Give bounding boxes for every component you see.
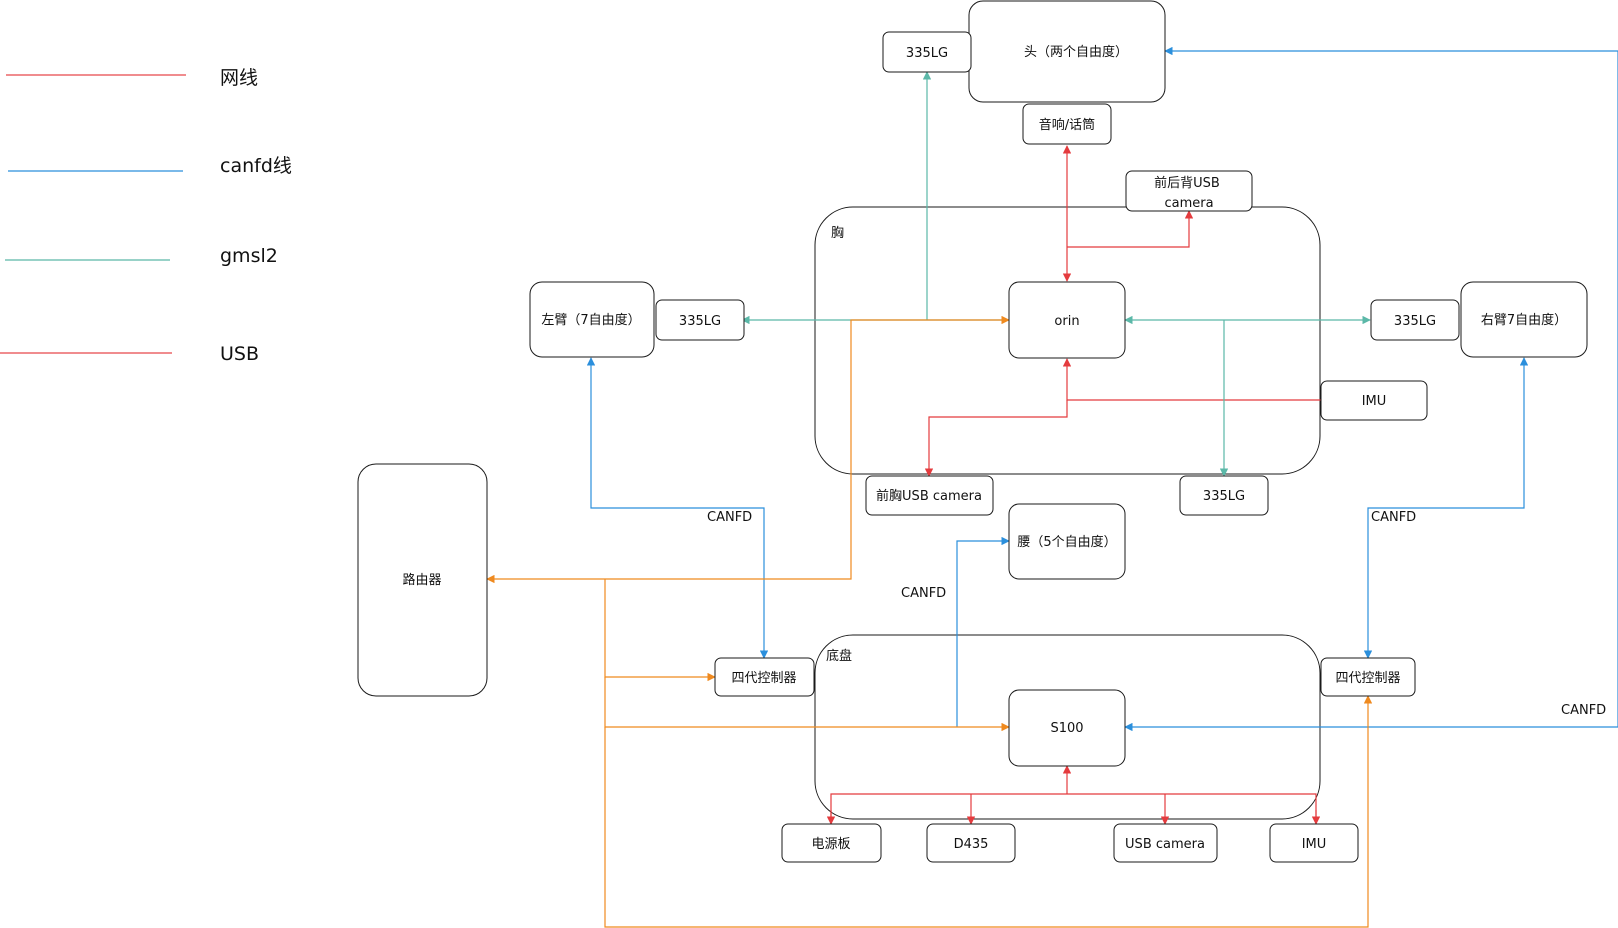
svg-text:四代控制器: 四代控制器 xyxy=(1335,671,1400,686)
svg-text:腰（5个自由度）: 腰（5个自由度） xyxy=(1017,534,1116,550)
canfd-link-right-arm xyxy=(1363,357,1529,659)
left-arm-canfd-label: CANFD xyxy=(707,510,752,525)
chest-335lg-camera-node: 335LG xyxy=(1179,475,1269,516)
usb-bus-chassis xyxy=(830,793,1317,824)
nodes: 头（两个自由度） 335LG 音响/话筒 前后背USB camera 左臂（7自… xyxy=(357,0,1588,863)
chassis-imu-node: IMU xyxy=(1269,823,1359,863)
eth-link-router-controller-left xyxy=(604,579,716,682)
canfd-link-left-arm xyxy=(586,357,769,659)
svg-text:前后背USB camera: 前后背USB camera xyxy=(1154,175,1224,211)
svg-text:335LG: 335LG xyxy=(1203,489,1245,504)
chassis-zone-label: 底盘 xyxy=(826,648,852,664)
front-chest-usb-camera-node: 前胸USB camera xyxy=(865,475,994,516)
svg-text:左臂（7自由度）: 左臂（7自由度） xyxy=(541,312,640,328)
svg-text:头（两个自由度）: 头（两个自由度） xyxy=(1024,44,1128,60)
legend: 网线 canfd线 gmsl2 USB xyxy=(0,67,292,365)
eth-link-router-orin xyxy=(486,315,1010,584)
orin-node: orin xyxy=(1008,281,1126,359)
speaker-mic-node: 音响/话筒 xyxy=(1022,103,1112,145)
link-labels: CANFD CANFD CANFD CANFD xyxy=(707,510,1606,718)
front-back-usb-camera-node: 前后背USB camera xyxy=(1125,170,1253,212)
right-arm-node: 右臂7自由度） xyxy=(1460,281,1588,358)
head-335lg-camera-node: 335LG xyxy=(882,31,972,73)
usb-camera-node: USB camera xyxy=(1113,823,1218,863)
waist-canfd-label: CANFD xyxy=(901,586,946,601)
svg-text:音响/话筒: 音响/话筒 xyxy=(1039,117,1095,133)
usb-link-imu-orin xyxy=(1062,358,1321,401)
svg-text:D435: D435 xyxy=(954,837,989,852)
svg-text:右臂7自由度）: 右臂7自由度） xyxy=(1481,312,1567,328)
svg-text:IMU: IMU xyxy=(1302,837,1327,852)
svg-text:前胸USB camera: 前胸USB camera xyxy=(876,488,982,504)
svg-text:S100: S100 xyxy=(1050,721,1083,736)
front-back-usb-camera-line2: camera xyxy=(1164,196,1213,211)
left-335lg-camera-node: 335LG xyxy=(655,299,745,341)
svg-text:orin: orin xyxy=(1054,314,1079,329)
left-controller-node: 四代控制器 xyxy=(714,657,815,697)
d435-node: D435 xyxy=(926,823,1016,863)
svg-text:335LG: 335LG xyxy=(906,46,948,61)
head-node: 头（两个自由度） xyxy=(968,0,1166,103)
canfd-link-head xyxy=(1124,46,1618,732)
chest-imu-node: IMU xyxy=(1320,380,1428,421)
power-board-node: 电源板 xyxy=(781,823,882,863)
right-335lg-camera-node: 335LG xyxy=(1370,299,1460,341)
wires xyxy=(486,46,1618,928)
head-canfd-label: CANFD xyxy=(1561,703,1606,718)
svg-text:IMU: IMU xyxy=(1362,394,1387,409)
legend-canfd-label: canfd线 xyxy=(220,155,292,177)
svg-text:335LG: 335LG xyxy=(679,314,721,329)
svg-text:335LG: 335LG xyxy=(1394,314,1436,329)
svg-text:路由器: 路由器 xyxy=(402,572,441,588)
router-node: 路由器 xyxy=(357,463,488,697)
canfd-link-waist xyxy=(956,536,1010,727)
front-back-usb-camera-line1: 前后背USB xyxy=(1154,175,1220,191)
legend-gmsl2-label: gmsl2 xyxy=(220,245,278,267)
right-arm-canfd-label: CANFD xyxy=(1371,510,1416,525)
usb-link-orin-backcam xyxy=(1067,210,1194,248)
right-controller-node: 四代控制器 xyxy=(1320,657,1416,697)
usb-link-orin-frontcam xyxy=(924,400,1068,477)
waist-node: 腰（5个自由度） xyxy=(1008,503,1126,580)
svg-text:四代控制器: 四代控制器 xyxy=(731,671,796,686)
legend-usb-label: USB xyxy=(220,343,259,365)
svg-text:USB camera: USB camera xyxy=(1125,837,1205,852)
eth-link-router-controller-right xyxy=(604,695,1373,928)
s100-node: S100 xyxy=(1008,689,1126,767)
legend-network-label: 网线 xyxy=(220,67,258,89)
svg-text:电源板: 电源板 xyxy=(811,837,850,852)
chest-zone-label: 胸 xyxy=(831,226,844,241)
left-arm-node: 左臂（7自由度） xyxy=(529,281,655,358)
